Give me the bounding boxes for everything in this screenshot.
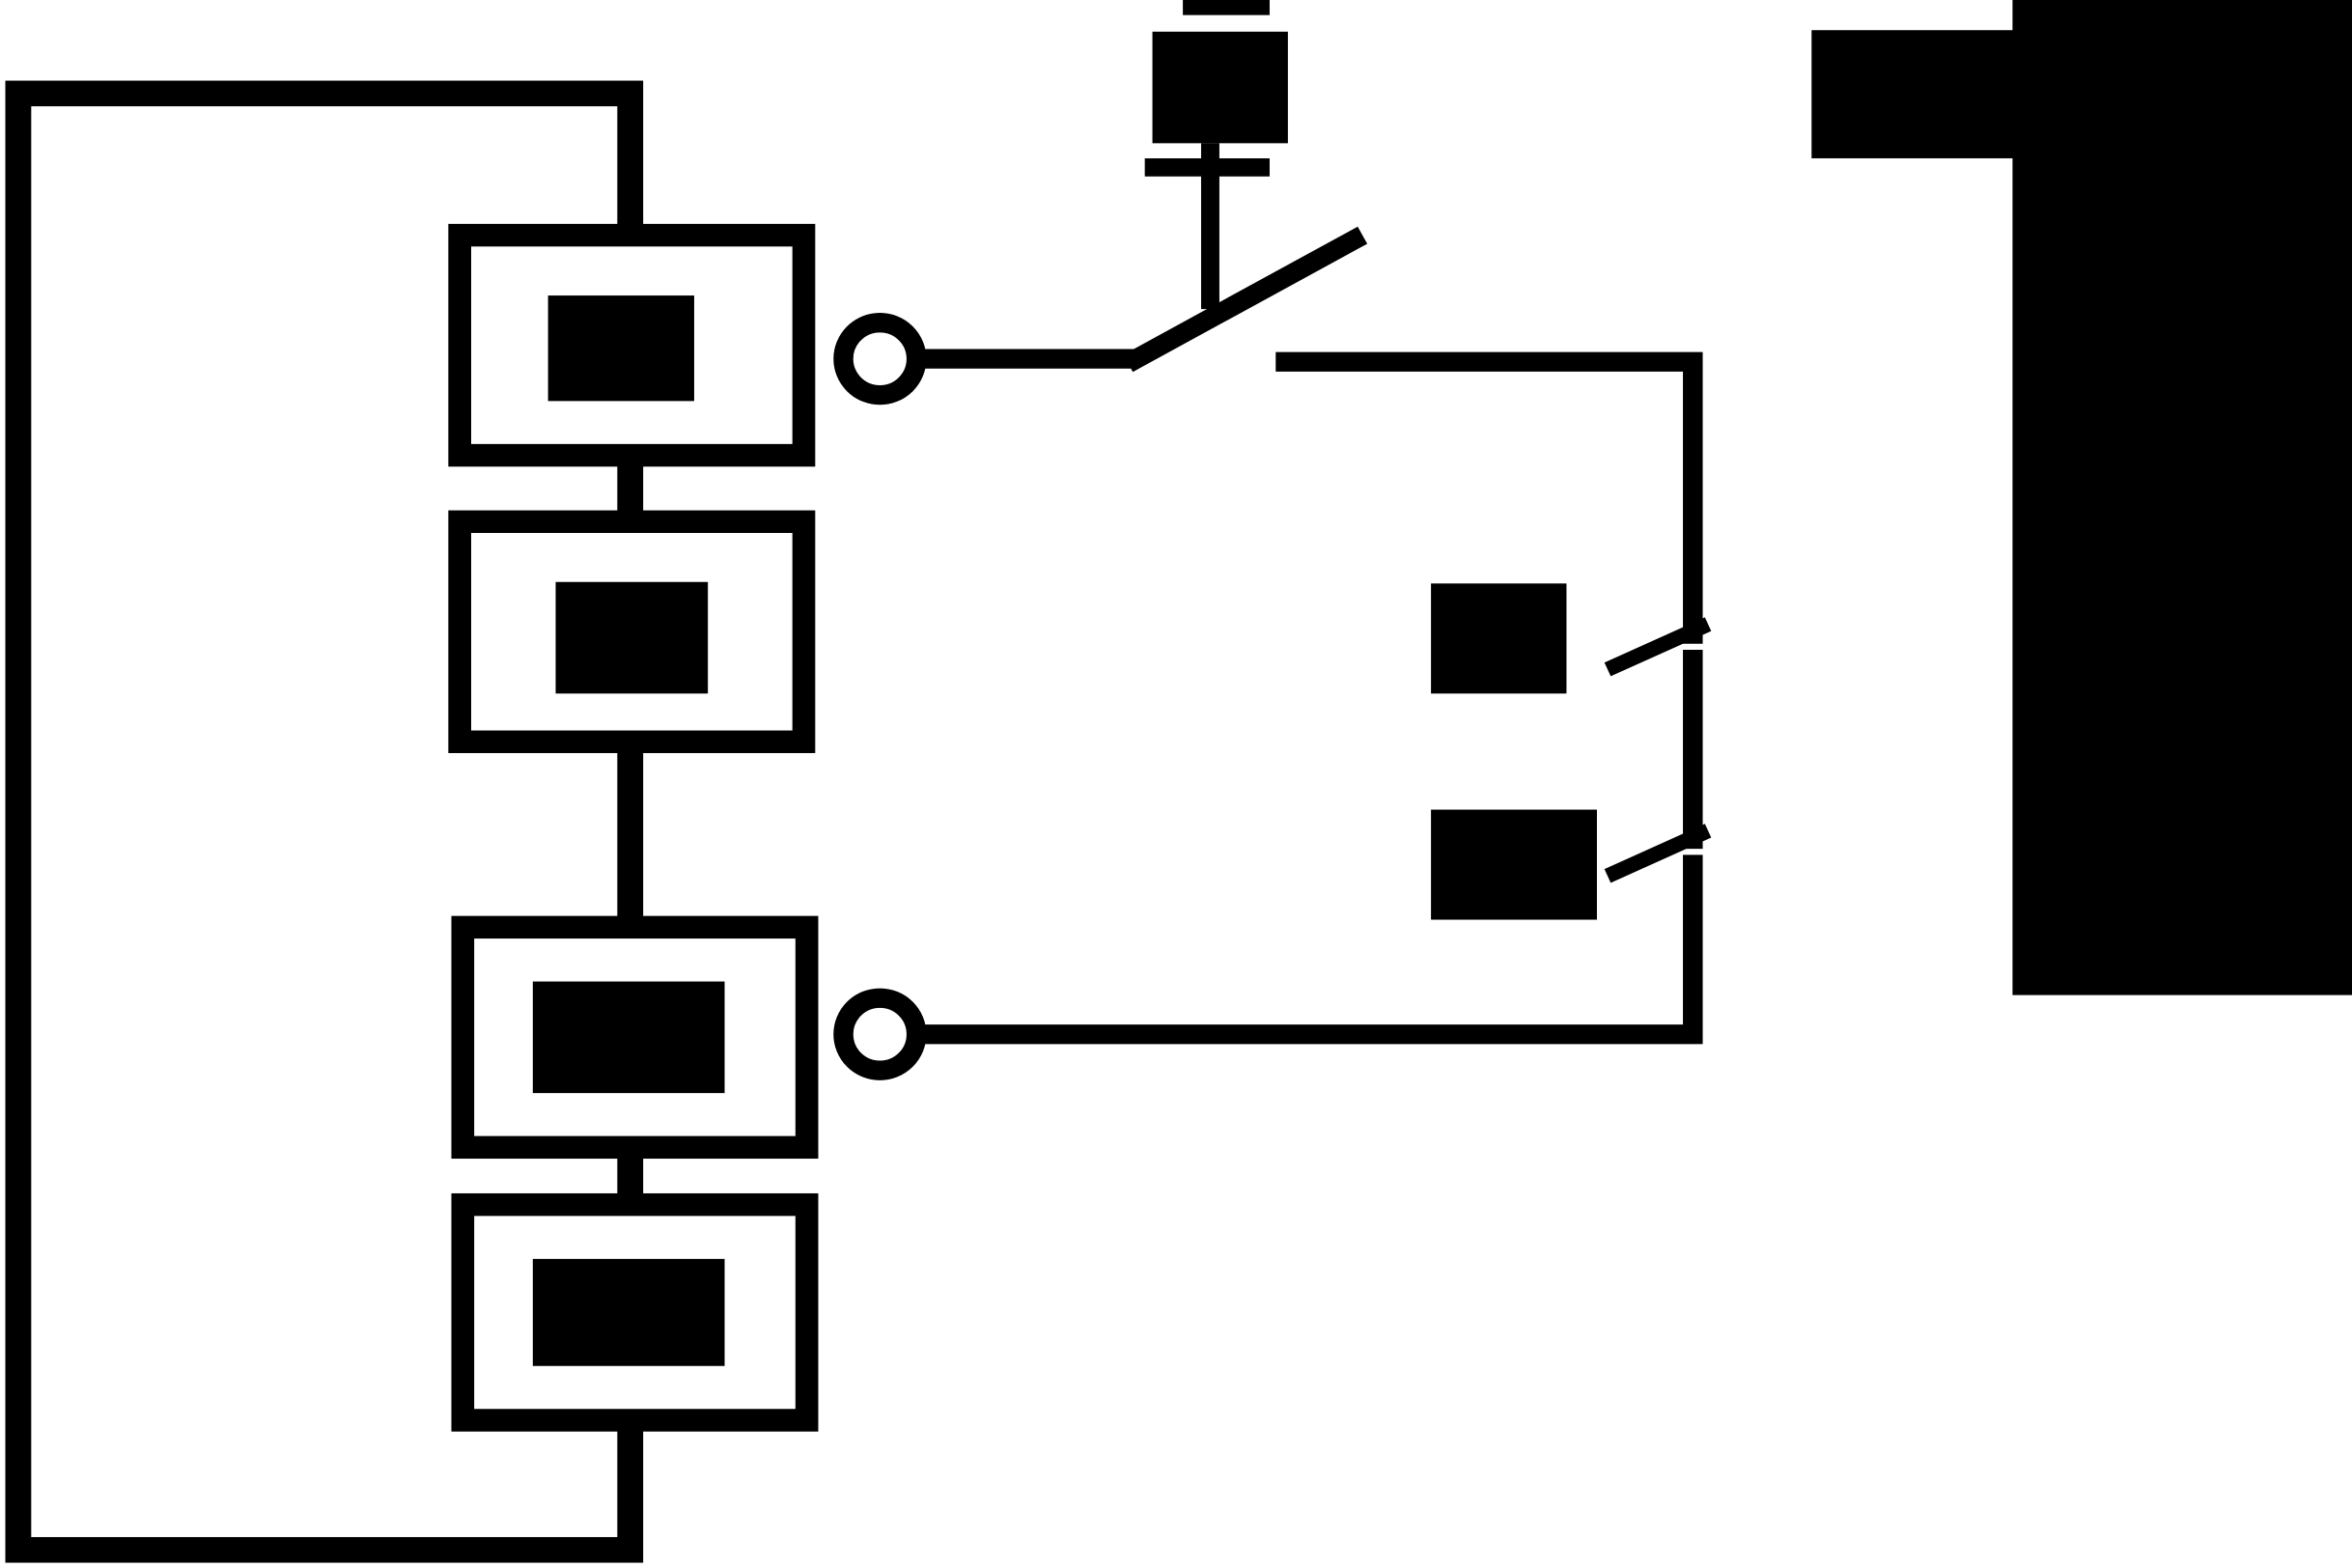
corner-block-tab <box>1811 30 2026 158</box>
switch-right-wire <box>1275 351 1703 644</box>
bottom-right-wire <box>916 854 1703 1045</box>
cell-box-3 <box>451 915 819 1160</box>
contact-1-tick <box>1604 617 1712 677</box>
contact-2-block <box>1431 809 1597 920</box>
corner-block <box>2012 0 2352 995</box>
cell-box-1 <box>448 223 816 467</box>
terminal-top <box>833 313 927 406</box>
switch-blade <box>1123 226 1368 373</box>
outer-loop-wire <box>5 80 644 1563</box>
terminal-bottom <box>833 988 927 1080</box>
contact-1-block <box>1431 583 1567 694</box>
cell-box-3-core <box>532 981 725 1094</box>
cell-box-2 <box>448 510 816 753</box>
push-button-cap <box>1152 31 1288 144</box>
cell-box-1-core <box>547 295 694 402</box>
push-button-top-mark <box>1183 0 1270 15</box>
cell-box-2-core <box>555 581 709 694</box>
contact-2-tick <box>1604 824 1712 883</box>
cell-box-4-core <box>532 1258 725 1366</box>
